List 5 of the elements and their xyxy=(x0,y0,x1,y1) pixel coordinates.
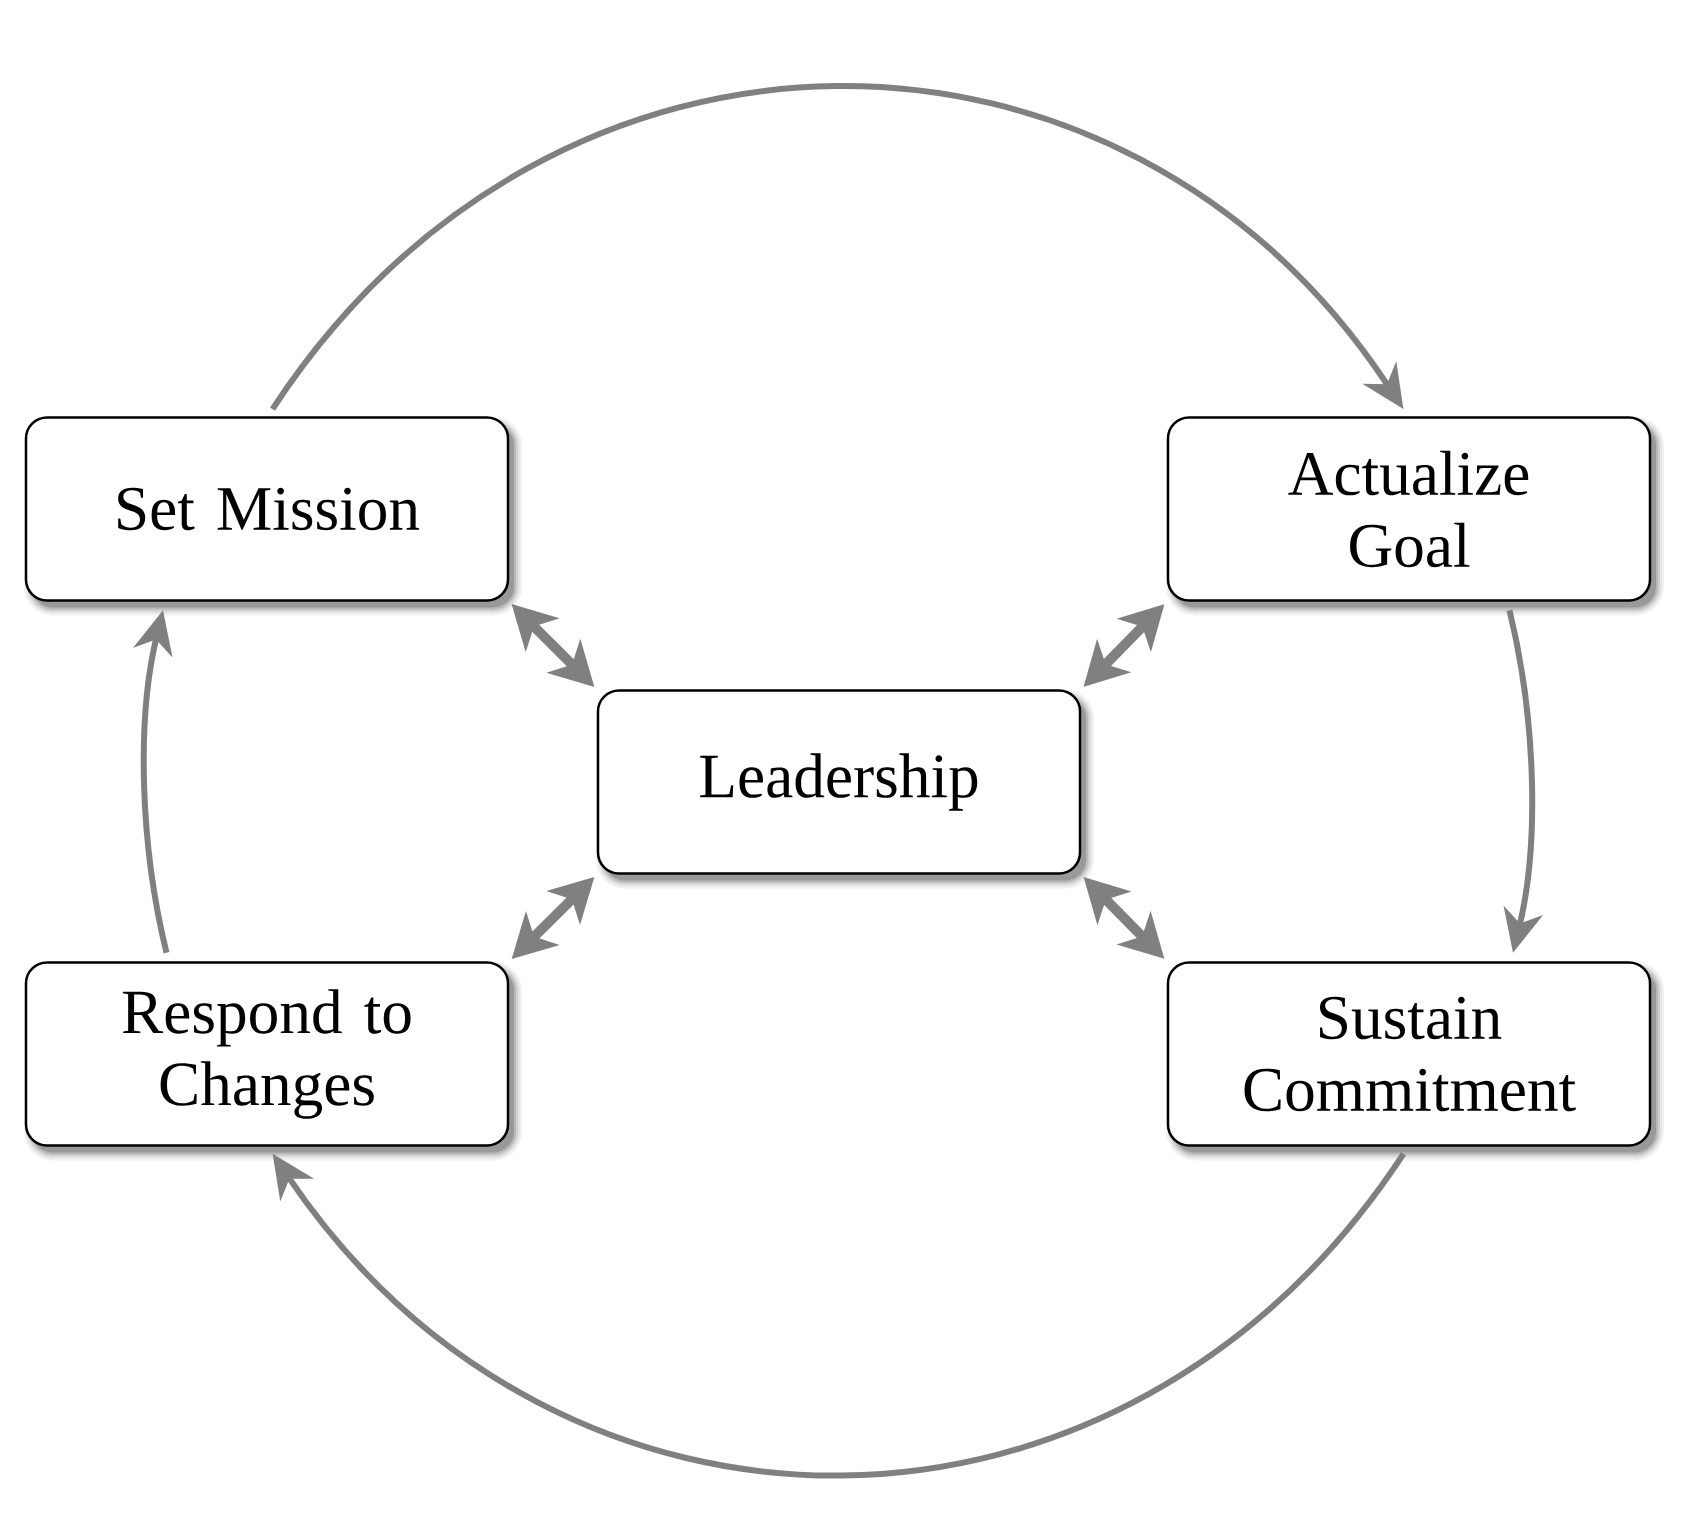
process-box: Respond to Changes xyxy=(24,961,522,1161)
process-box: Sustain Commitment xyxy=(1166,961,1664,1161)
process-box: Set Mission xyxy=(24,416,522,616)
process-box: Leadership xyxy=(596,689,1094,889)
process-box: Actualize Goal xyxy=(1166,416,1664,616)
